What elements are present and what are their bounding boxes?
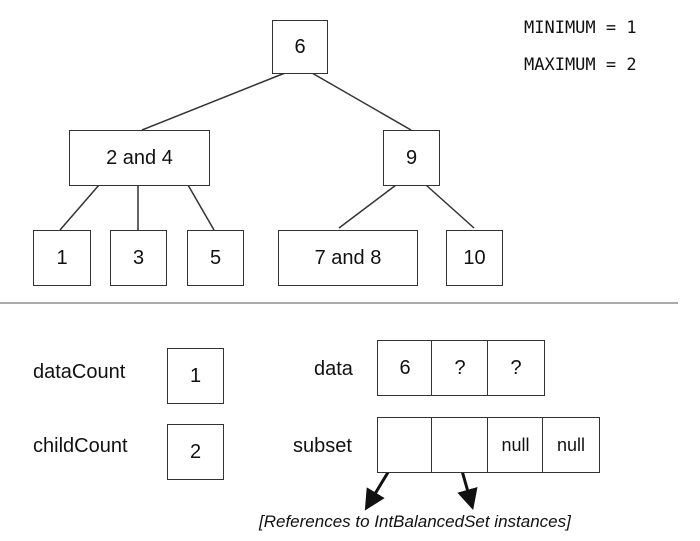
childCount-value: 2 <box>167 424 224 480</box>
subset-cell <box>431 417 489 473</box>
tree-leaf-7-and-8: 7 and 8 <box>278 230 418 286</box>
tree-leaf-10: 10 <box>446 230 503 286</box>
tree-leaf-3: 3 <box>110 230 167 286</box>
edge-left-5 <box>187 184 215 231</box>
subset-cell: null <box>487 417 544 473</box>
edge-root-left <box>141 72 286 131</box>
maximum-constant: MAXIMUM = 2 <box>524 55 637 75</box>
subset-cell <box>377 417 433 473</box>
edge-right-10 <box>425 184 475 229</box>
data-label: data <box>314 358 353 380</box>
data-cell: ? <box>487 340 545 396</box>
tree-node-left: 2 and 4 <box>69 130 210 186</box>
childCount-label: childCount <box>33 435 128 457</box>
dataCount-value: 1 <box>167 348 224 404</box>
data-cell: 6 <box>377 340 433 396</box>
tree-leaf-5: 5 <box>187 230 244 286</box>
edge-left-1 <box>59 184 100 231</box>
references-caption: [References to IntBalancedSet instances] <box>259 512 571 531</box>
tree-leaf-1: 1 <box>33 230 91 286</box>
subset-label: subset <box>293 435 352 457</box>
tree-node-root: 6 <box>272 20 328 74</box>
dataCount-label: dataCount <box>33 361 126 383</box>
data-cell: ? <box>431 340 489 396</box>
tree-node-right: 9 <box>383 130 440 186</box>
edge-right-78 <box>338 184 397 229</box>
edge-root-right <box>311 72 412 131</box>
subset-cell: null <box>542 417 600 473</box>
minimum-constant: MINIMUM = 1 <box>524 18 637 38</box>
